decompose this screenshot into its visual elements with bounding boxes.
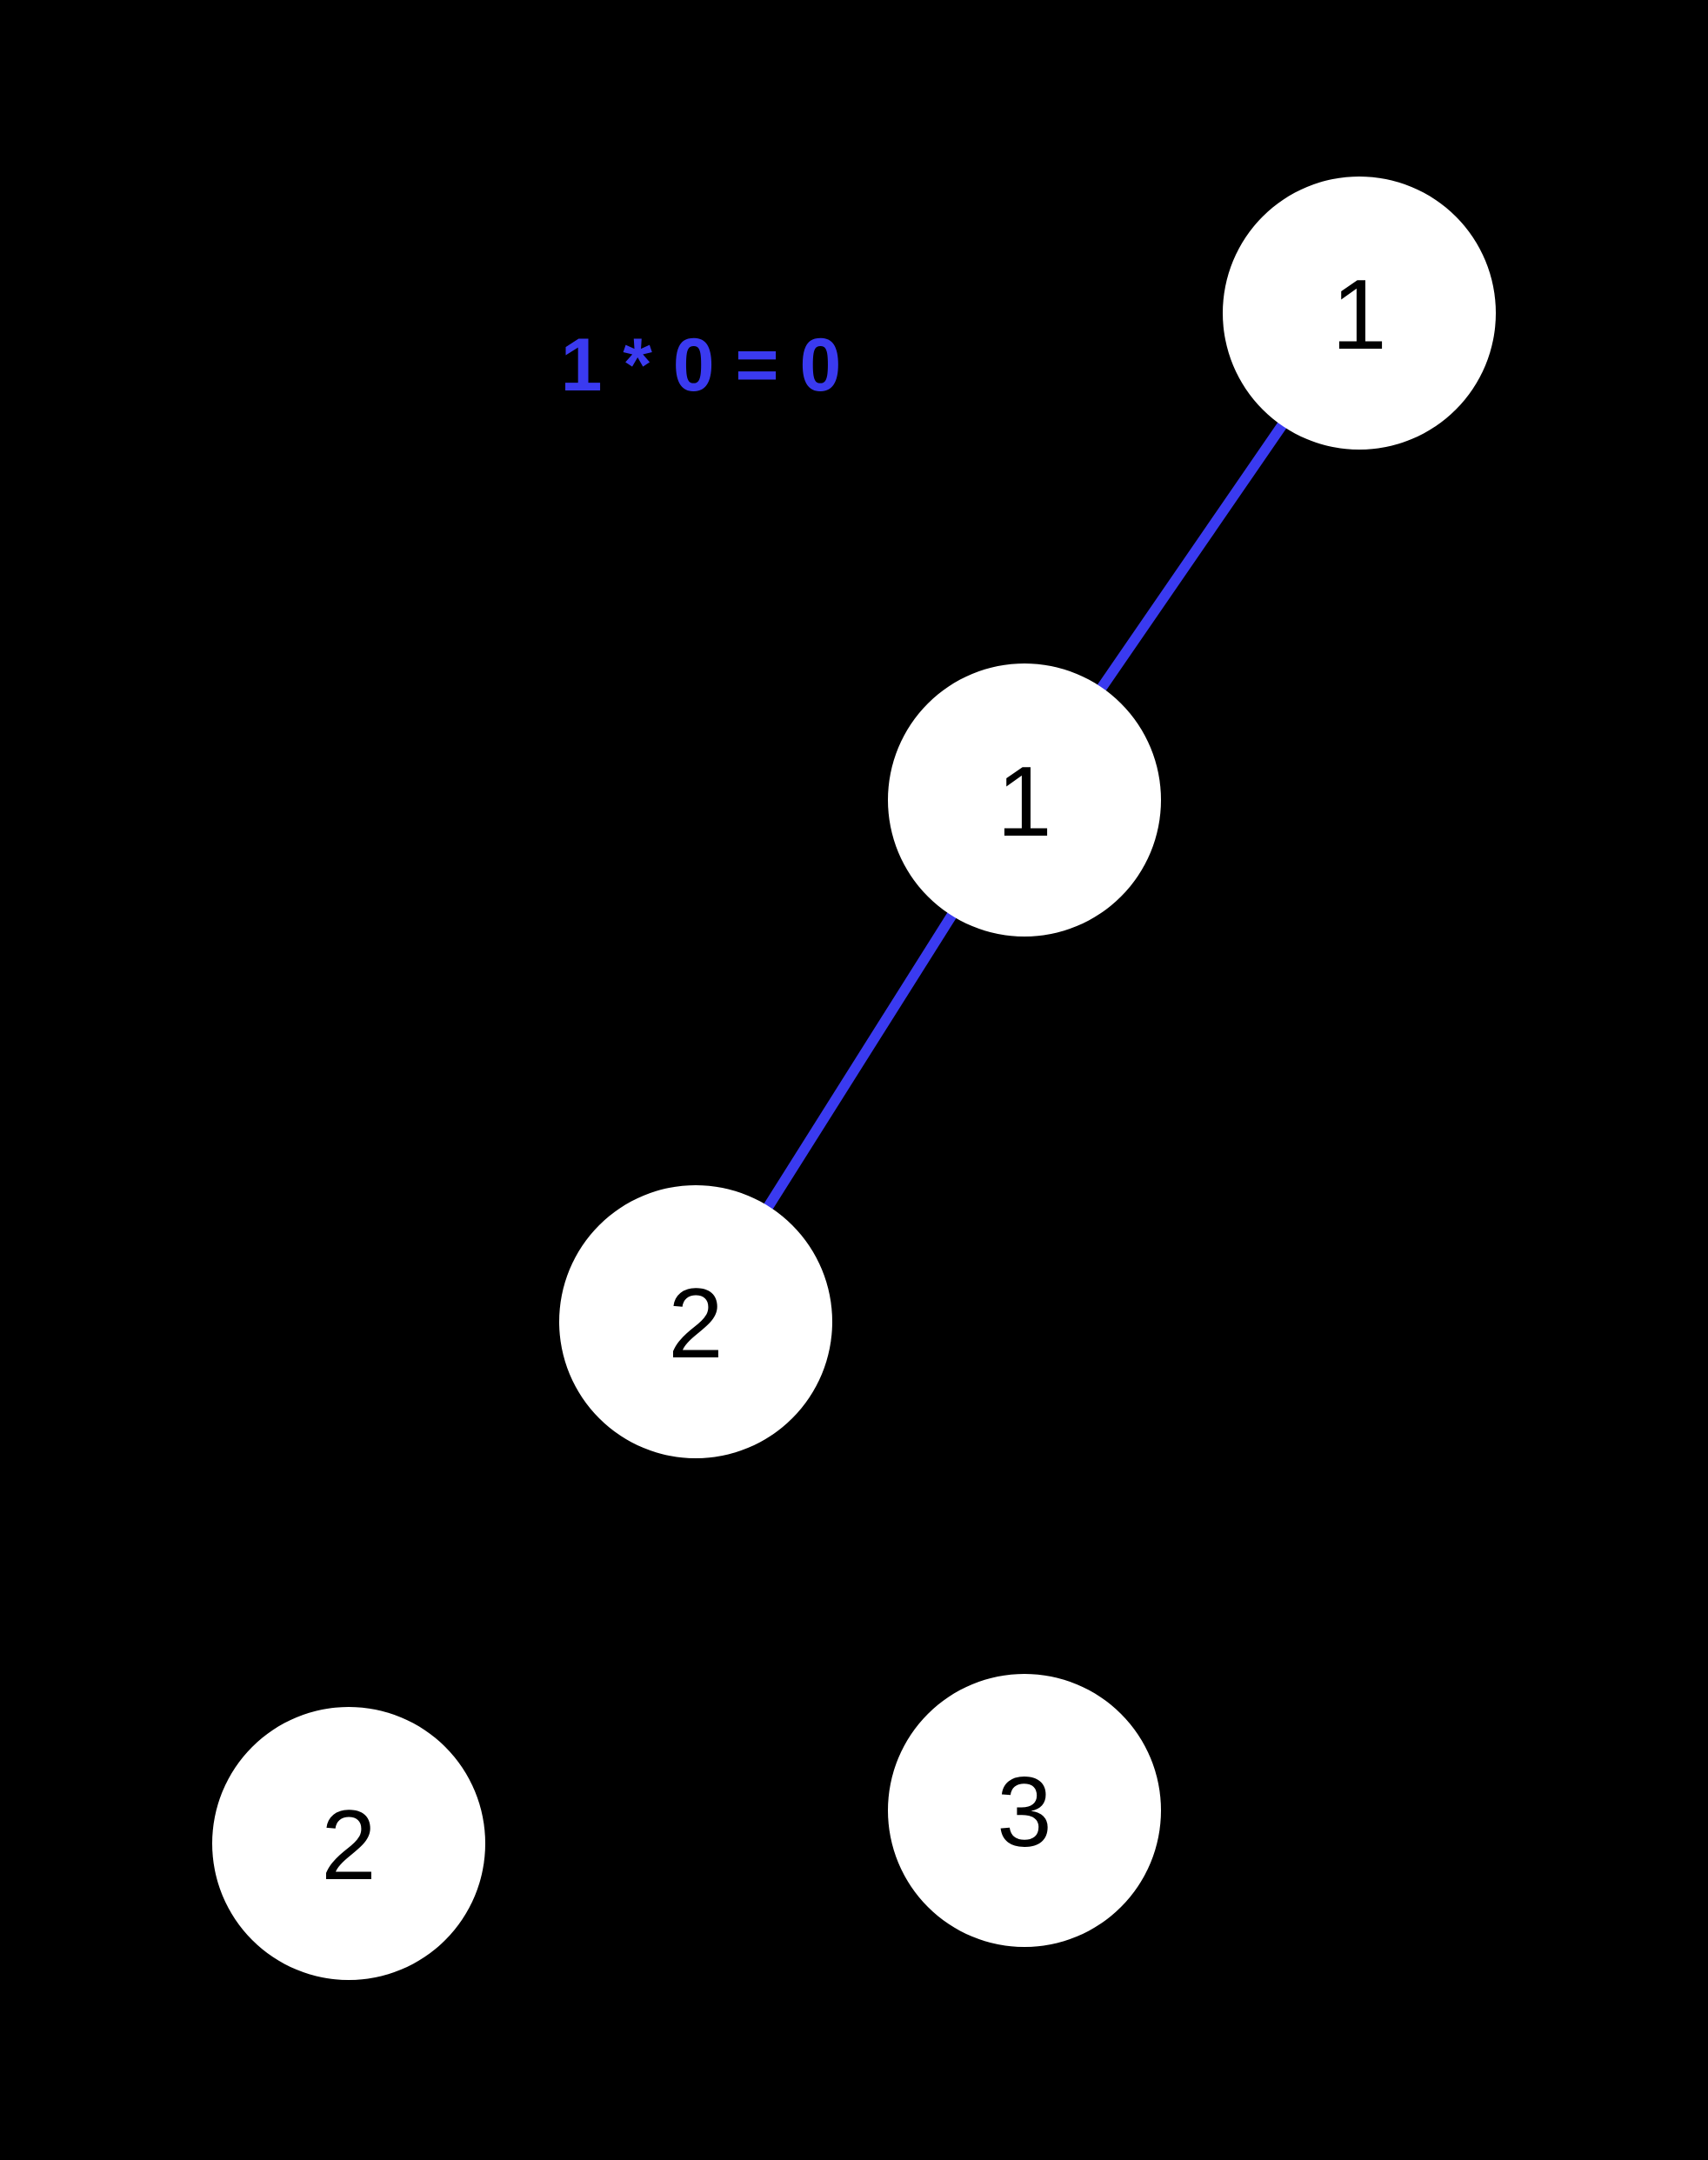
graph-node-1-top: 1 <box>1223 177 1496 450</box>
node-2-mid-circle <box>559 1185 832 1458</box>
edge-weight-annotation: 1 * 0 = 0 <box>561 323 842 407</box>
node-3-circle <box>888 1674 1161 1947</box>
node-3-label: 3 <box>997 1757 1051 1868</box>
node-2-bottom-circle <box>212 1707 485 1980</box>
graph-node-3: 3 <box>888 1674 1161 1947</box>
node-1-top-circle <box>1223 177 1496 450</box>
node-2-mid-label: 2 <box>668 1269 723 1379</box>
graph-node-2-bottom: 2 <box>212 1707 485 1980</box>
graph-node-2-mid: 2 <box>559 1185 832 1458</box>
nodes-layer: 1 1 2 2 3 <box>212 177 1496 1980</box>
node-1-mid-label: 1 <box>997 747 1051 857</box>
node-1-top-label: 1 <box>1331 260 1386 370</box>
node-1-mid-circle <box>888 663 1161 937</box>
node-2-bottom-label: 2 <box>321 1790 376 1901</box>
graph-node-1-mid: 1 <box>888 663 1161 937</box>
